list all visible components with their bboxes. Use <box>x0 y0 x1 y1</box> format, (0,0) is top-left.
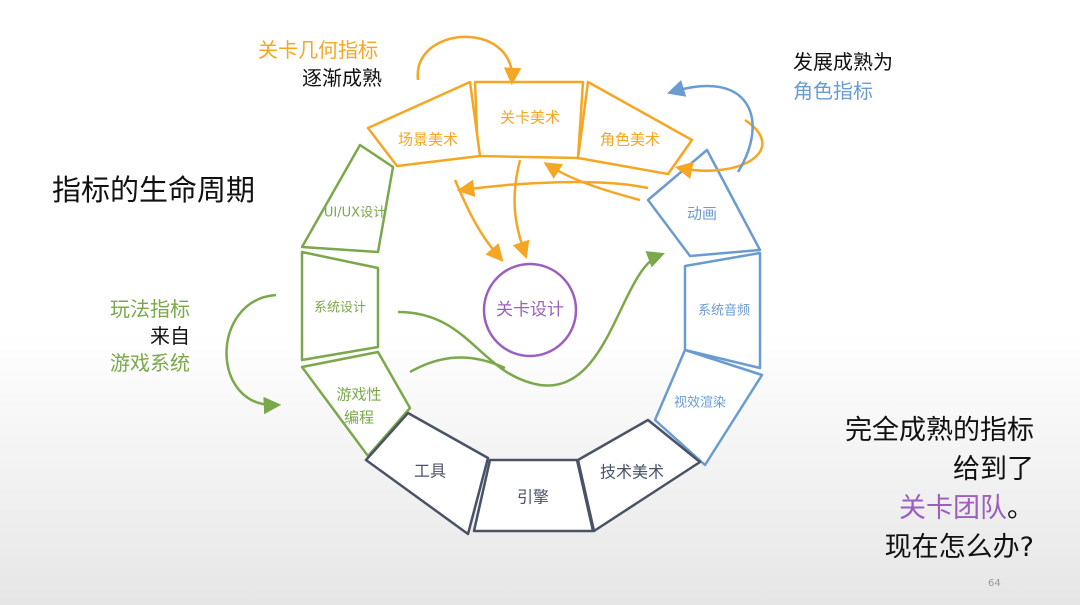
annotation-level-geo-2: 逐渐成熟 <box>302 66 382 90</box>
segment-system-audio <box>683 251 762 370</box>
arrow-geo-loop <box>416 35 522 86</box>
slide-title: 指标的生命周期 <box>52 173 256 207</box>
annotation-final-2: 给到了 <box>953 454 1034 485</box>
arrow-mature-loop <box>666 80 754 173</box>
page-number: 64 <box>988 578 1001 589</box>
annotation-play-1: 玩法指标 <box>110 297 190 321</box>
arrow-level-art-to-center <box>512 159 530 259</box>
annotation-final-1: 完全成熟的指标 <box>845 415 1034 446</box>
segment-tools <box>364 411 490 536</box>
label-tools: 工具 <box>414 462 446 481</box>
label-ui-ux: UI/UX设计 <box>324 206 386 221</box>
annotation-final-3-period: 。 <box>1007 493 1034 524</box>
annotation-final-4: 现在怎么办? <box>884 532 1034 563</box>
arrow-char-art-to-scene <box>456 179 649 197</box>
segment-system-design <box>300 250 380 362</box>
arrow-scene-art-to-center <box>453 179 504 262</box>
annotation-play-3: 游戏系统 <box>110 351 190 375</box>
label-scene-art: 场景美术 <box>398 131 458 149</box>
segment-scene-art <box>366 80 482 168</box>
center-label: 关卡设计 <box>496 300 564 320</box>
arrow-animation-to-char <box>674 118 764 179</box>
label-gameplay-prog-2: 编程 <box>344 409 374 427</box>
annotation-final-3-team: 关卡团队 <box>899 493 1007 524</box>
label-char-art: 角色美术 <box>600 131 660 149</box>
annotation-play-2: 来自 <box>150 324 190 348</box>
segment-gameplay-prog <box>300 350 412 458</box>
arrow-char-art-to-level <box>543 162 641 202</box>
segment-tech-art <box>576 418 702 533</box>
segment-ui-ux <box>300 143 395 254</box>
label-system-design: 系统设计 <box>314 301 366 316</box>
label-system-audio: 系统音频 <box>698 303 750 319</box>
annotation-final-3: 关卡团队。 <box>899 486 1034 525</box>
arrow-curve-branch <box>409 356 506 374</box>
label-visual-render: 视效渲染 <box>674 396 726 411</box>
label-gameplay-prog-1: 游戏性 <box>336 386 381 404</box>
segment-visual-render <box>653 348 764 467</box>
segment-char-art <box>576 80 694 176</box>
arrow-system-to-animation <box>397 251 665 387</box>
annotation-level-geo-1: 关卡几何指标 <box>258 38 378 62</box>
label-level-art: 关卡美术 <box>500 109 560 127</box>
annotation-mature-2: 角色指标 <box>793 79 873 103</box>
arrow-play-loop <box>225 293 282 415</box>
annotation-mature-1: 发展成熟为 <box>793 50 893 74</box>
label-engine: 引擎 <box>517 488 549 507</box>
label-animation: 动画 <box>687 205 717 223</box>
label-tech-art: 技术美术 <box>600 463 664 482</box>
center-circle <box>482 262 578 358</box>
